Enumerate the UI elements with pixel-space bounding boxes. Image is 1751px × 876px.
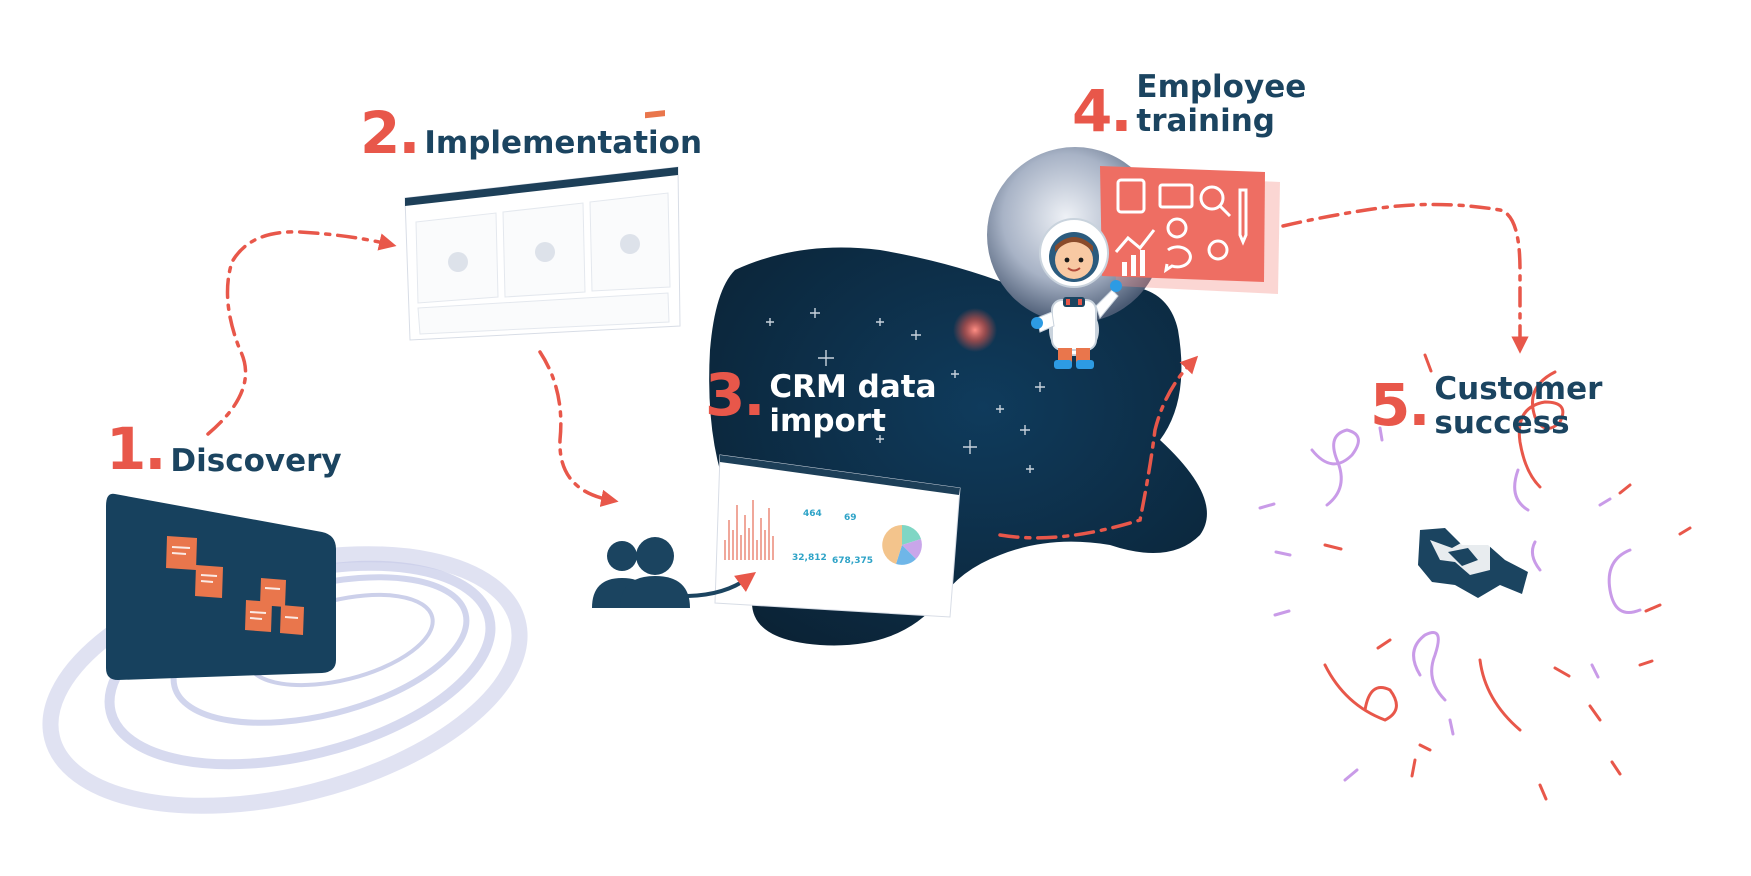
stars [766,308,1045,473]
arrow-users-to-crm [686,572,757,598]
users-icon [592,537,690,608]
training-panel [1100,166,1280,294]
step-title-line: CRM data [769,369,937,405]
arrow-discovery-to-implementation [206,230,397,436]
sticky-notes [166,536,304,635]
search-icon [1199,185,1225,211]
checklist-icon [1116,178,1146,214]
step-number: 4. [1072,77,1132,145]
journey-path [206,202,1529,540]
step-title-line: Discovery [170,443,342,479]
pie-chart-mini [882,525,922,565]
step-title: Discovery [170,444,341,478]
kpi-value: 69 [844,513,857,523]
bar-chart-mini [724,500,774,560]
kpi-value: 678,375 [832,556,873,566]
discovery-illustration [42,493,528,814]
step-crm-data-import: 3. CRM data import [705,361,937,438]
arrow-implementation-to-users [538,350,619,507]
step-title-line: success [1434,405,1570,441]
step-number: 2. [360,99,420,167]
kpi-value: 464 [803,509,822,519]
kpi-value: 32,812 [792,553,827,563]
red-planet-glow [953,308,997,352]
hubspot-icon [1207,239,1229,261]
step-number: 3. [705,361,765,429]
step-title: Employee training [1136,70,1306,138]
arrow-space-to-training [998,355,1199,540]
step-title-line: Employee [1136,69,1307,105]
step-employee-training: 4. Employee training [1072,70,1306,145]
crm-dashboard-mockup: 464 69 32,812 678,375 [714,454,961,618]
pencil-icon [1238,188,1248,246]
smiley-icon [1166,217,1188,239]
step-customer-success: 5. Customer success [1370,372,1602,440]
step-title: CRM data import [769,370,936,438]
confetti [1258,353,1692,801]
implementation-screen-mockup [404,110,681,341]
step-number: 1. [106,415,166,483]
step-title: Customer success [1434,372,1602,440]
chat-bubble-icon [1163,245,1192,274]
step-title-line: training [1136,103,1275,139]
mail-icon [1158,183,1194,209]
step-title-line: Customer [1434,371,1603,407]
astronaut [1031,218,1122,369]
handshake-icon [1418,528,1528,598]
step-title: Implementation [424,126,702,160]
bar-chart-icon [1122,262,1127,276]
step-discovery: 1. Discovery [106,415,342,483]
step-number: 5. [1370,371,1430,439]
arrow-training-to-success [1281,202,1529,354]
step-title-line: Implementation [424,125,703,161]
line-chart-icon [1114,229,1156,253]
step-title-line: import [769,403,886,439]
step-implementation: 2. Implementation [360,99,702,167]
